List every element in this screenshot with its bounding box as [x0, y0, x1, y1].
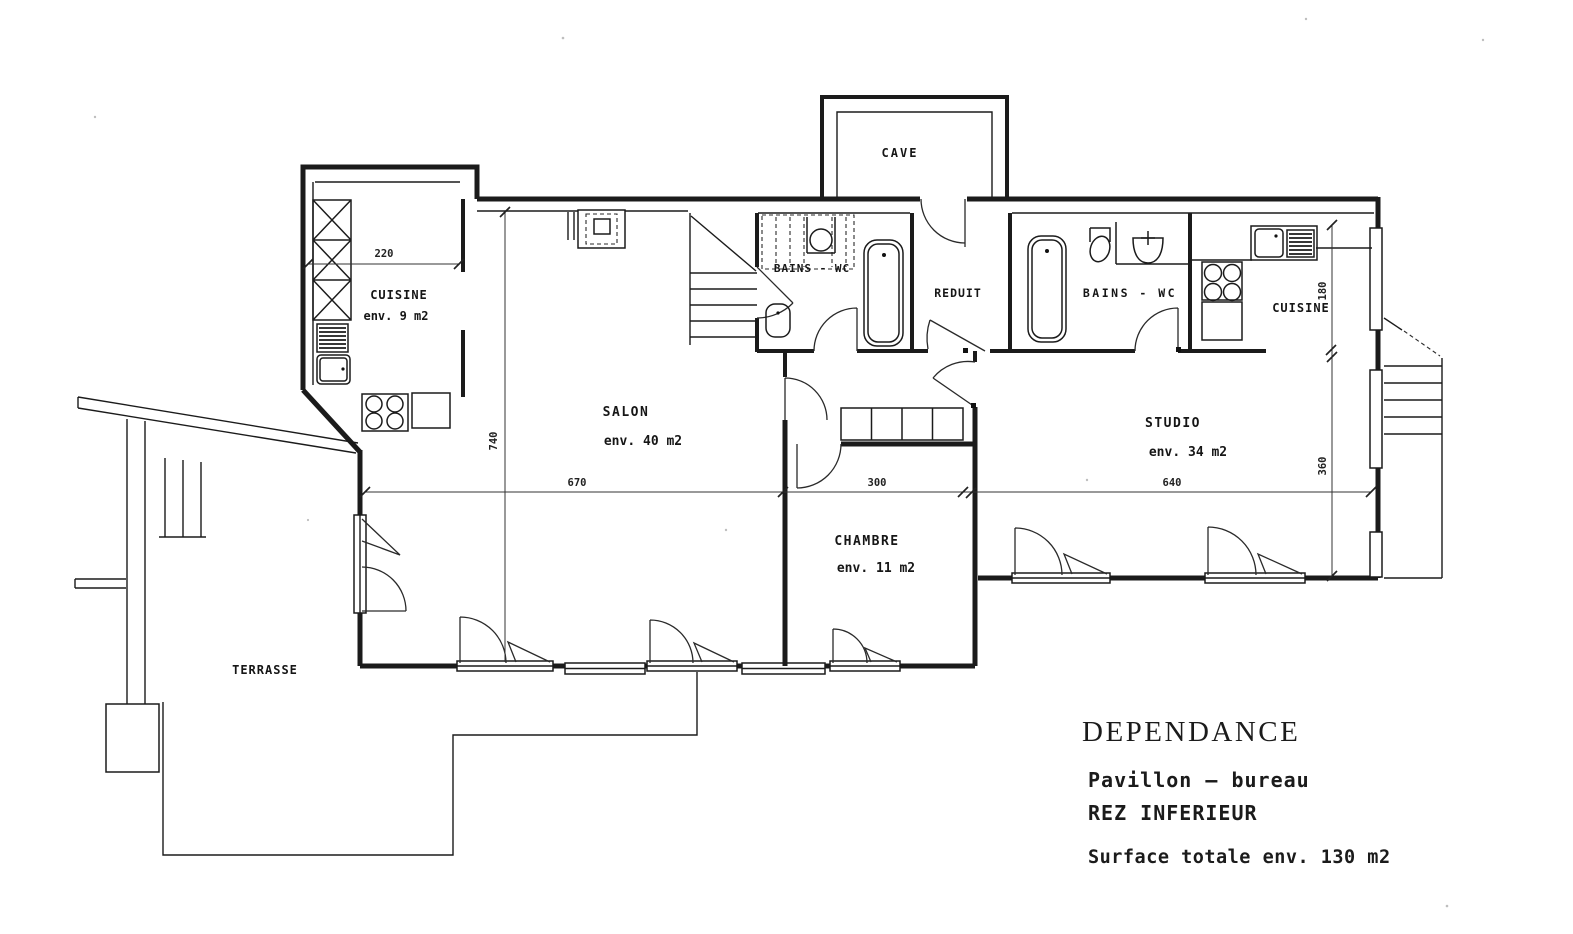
cabinet-icon [1201, 301, 1243, 341]
toilet-icon [765, 303, 791, 338]
fireplace-icon [567, 209, 626, 249]
site-wall [74, 578, 126, 589]
label-chambre: CHAMBRE [834, 534, 899, 549]
door-chambre [796, 443, 842, 489]
dim-bottom-row: 670 300 640 [359, 477, 1377, 499]
label-cuisine-left-area: env. 9 m2 [363, 309, 428, 323]
french-door-salon-left [353, 514, 407, 614]
label-bains-wc-right: BAINS - WC [1083, 286, 1177, 300]
dimension-lines: 220 740 670 300 640 180 360 [302, 206, 1377, 662]
door-stairs-bains [756, 266, 794, 319]
dim-label-640: 640 [1163, 477, 1182, 489]
title-level: REZ INFERIEUR [1088, 801, 1258, 825]
label-studio-area: env. 34 m2 [1149, 445, 1227, 460]
french-door-chambre [829, 628, 901, 672]
pergola [74, 396, 359, 773]
dim-label-220: 220 [375, 248, 394, 260]
label-chambre-area: env. 11 m2 [837, 561, 915, 576]
counter-icon [411, 392, 451, 429]
door-salon-hall [784, 377, 828, 421]
bathtub-icon [863, 239, 904, 347]
french-door-studio-2 [1204, 526, 1306, 584]
terrace-boundary [162, 672, 698, 856]
shower-area [761, 214, 855, 270]
fridge-icon [316, 323, 349, 353]
door-bains-center [813, 307, 858, 352]
stove-icon [1201, 261, 1243, 302]
french-door-studio-1 [1011, 527, 1111, 584]
label-reduit: REDUIT [934, 286, 982, 300]
kitchen-left-fixtures [312, 199, 451, 432]
counter-edge [1190, 247, 1372, 261]
dim-label-740: 740 [488, 432, 500, 451]
right-wall-pilasters [1369, 227, 1383, 578]
hinge-dot-3 [1176, 347, 1181, 352]
fridge-icon [1286, 229, 1315, 258]
wall-kitchen-annex [300, 164, 480, 390]
label-cave: CAVE [882, 146, 919, 160]
windows [564, 640, 826, 675]
stairs-exterior [1383, 317, 1443, 579]
label-cuisine-right: CUISINE [1272, 301, 1330, 315]
washbasin-icon [806, 217, 836, 254]
title-building: Pavillon – bureau [1088, 768, 1310, 792]
stove-icon [361, 393, 409, 432]
wardrobe-icon [840, 407, 964, 441]
pergola-column [126, 419, 146, 704]
window-salon-bottom [564, 662, 646, 675]
washbasin-icon [1115, 222, 1188, 265]
french-doors [353, 514, 1306, 672]
dim-cuisine-width: 220 [302, 248, 465, 270]
dim-salon-depth: 740 [488, 206, 511, 662]
column-footing [105, 703, 160, 773]
wall-cave-outer [820, 95, 1009, 197]
kitchen-right-fixtures [1190, 225, 1372, 341]
door-reduit [926, 319, 986, 352]
stairs-interior [689, 213, 757, 345]
door-cave [920, 198, 966, 247]
sink-unit [1250, 225, 1318, 261]
dim-right-column: 180 360 [1317, 219, 1338, 582]
cabinet-column [312, 199, 352, 321]
label-bains-wc-center: BAINS - WC [774, 262, 850, 275]
interior-walls [312, 181, 1374, 666]
sink-icon [1254, 228, 1284, 258]
dim-label-300: 300 [868, 477, 887, 489]
french-door-salon-2 [646, 619, 738, 672]
doors [756, 198, 1181, 489]
dim-label-360: 360 [1317, 457, 1329, 476]
label-cuisine-left: CUISINE [370, 288, 428, 302]
hinge-dot-1 [971, 403, 976, 408]
pergola-battens [159, 458, 206, 538]
bathtub-icon [1027, 235, 1067, 343]
door-hall-studio [932, 360, 976, 408]
wall-hall-stubs [783, 351, 977, 377]
room-labels: CAVE CUISINE env. 9 m2 BAINS - WC REDUIT… [232, 146, 1330, 677]
label-salon-area: env. 40 m2 [604, 434, 682, 449]
toilet-icon [1089, 227, 1111, 263]
scan-artifacts [93, 17, 1485, 908]
dim-label-180: 180 [1317, 282, 1329, 301]
title-surface: Surface totale env. 130 m2 [1088, 847, 1391, 868]
bains-center-fixtures [761, 214, 904, 347]
sink-icon [316, 354, 351, 385]
label-terrasse: TERRASSE [232, 663, 298, 677]
door-bains-right [1134, 307, 1179, 352]
title-block: DEPENDANCE Pavillon – bureau REZ INFERIE… [1082, 716, 1391, 868]
label-salon: SALON [603, 405, 650, 420]
hinge-dot-2 [963, 348, 968, 353]
label-studio: STUDIO [1145, 416, 1201, 431]
dim-label-670: 670 [568, 477, 587, 489]
wall-cave-inner [836, 111, 993, 197]
title-dependance: DEPENDANCE [1082, 716, 1300, 748]
wall-kitchen-diagonal [301, 388, 362, 454]
bains-right-fixtures [1027, 222, 1188, 343]
